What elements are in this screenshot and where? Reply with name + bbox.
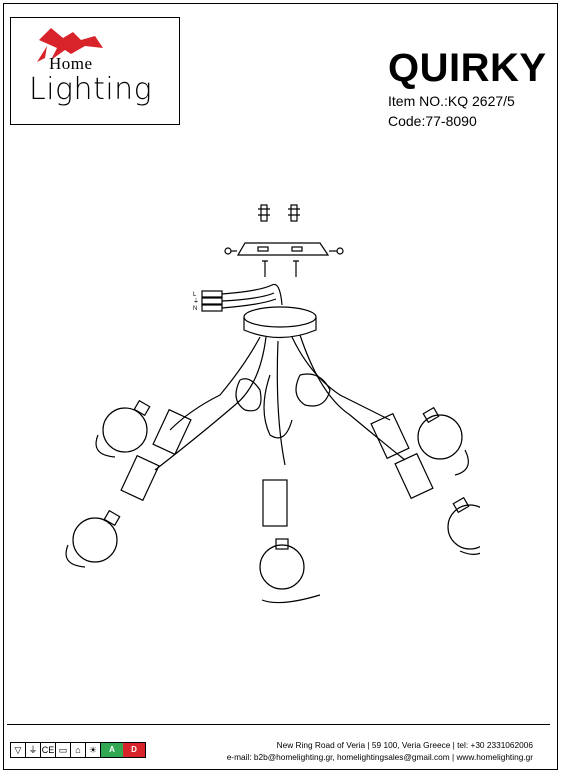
logo-lighting-text: Lighting xyxy=(29,72,153,107)
screw-icon xyxy=(262,260,268,277)
wire-label-earth: ⏚ xyxy=(193,298,199,305)
mounting-bracket xyxy=(224,242,344,256)
product-code: Code:77-8090 xyxy=(388,113,477,129)
earth-icon: ⏚ xyxy=(26,743,41,757)
flexible-arms xyxy=(154,334,406,471)
warning-icon: ▽ xyxy=(11,743,26,757)
footer-divider xyxy=(7,724,550,725)
terminal-block xyxy=(201,283,283,312)
page-frame xyxy=(3,3,558,770)
ip-icon: ▭ xyxy=(56,743,71,757)
company-address: New Ring Road of Veria | 59 100, Veria G… xyxy=(276,740,533,750)
lamp-socket xyxy=(394,452,434,500)
product-name: QUIRKY xyxy=(388,46,547,90)
bulb-icon xyxy=(259,538,321,604)
company-contact: e-mail: b2b@homelighting.gr, homelightin… xyxy=(226,752,533,762)
indoor-icon: ⌂ xyxy=(71,743,86,757)
ceiling-canopy xyxy=(243,306,317,339)
wire-label-live: L xyxy=(193,292,197,298)
bulb-icon xyxy=(417,406,469,476)
lamp-socket xyxy=(120,454,160,502)
bulb-icon xyxy=(447,496,480,555)
brand-logo: Home Lighting xyxy=(10,17,180,125)
energy-class-a: A xyxy=(101,743,123,757)
certification-icons: ▽ ⏚ CE ▭ ⌂ ☀ A D xyxy=(10,742,146,758)
bulb-icon xyxy=(95,399,151,458)
flying-figure-icon xyxy=(37,28,103,62)
wall-anchor-icon xyxy=(258,204,270,222)
lamp-socket xyxy=(370,412,410,460)
ce-icon: CE xyxy=(41,743,56,757)
wall-anchor-icon xyxy=(288,204,300,222)
energy-class-d: D xyxy=(123,743,145,757)
bulb-icon: ☀ xyxy=(86,743,101,757)
energy-class-icon: A D xyxy=(101,743,145,757)
screw-icon xyxy=(293,260,299,277)
lamp-assembly-diagram: L ⏚ N xyxy=(65,204,480,604)
logo-home-text: Home xyxy=(49,54,93,73)
item-number: Item NO.:KQ 2627/5 xyxy=(388,93,515,109)
lamp-socket xyxy=(152,408,192,456)
lamp-socket xyxy=(262,479,288,527)
bulb-icon xyxy=(65,509,121,568)
wire-label-neutral: N xyxy=(193,306,197,312)
